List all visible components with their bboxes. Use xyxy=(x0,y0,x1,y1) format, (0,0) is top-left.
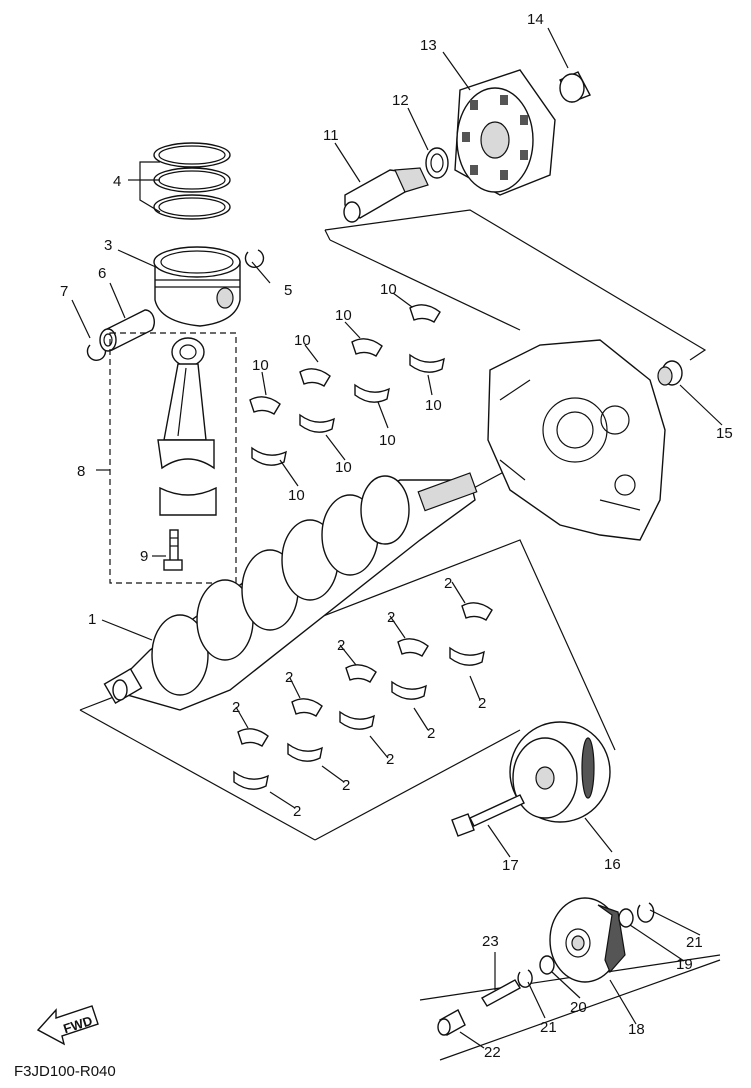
plug-14 xyxy=(559,71,591,103)
label-23: 23 xyxy=(482,933,499,950)
callout-numbers: 1 2 2 2 2 2 2 2 2 2 2 3 4 5 6 7 8 9 10 1… xyxy=(60,11,733,1061)
label-8: 8 xyxy=(77,463,85,480)
conrod-bearing-shells xyxy=(249,304,445,466)
label-2: 2 xyxy=(427,725,435,742)
label-12: 12 xyxy=(392,92,409,109)
label-20: 20 xyxy=(570,999,587,1016)
label-17: 17 xyxy=(502,857,519,874)
label-2: 2 xyxy=(293,803,301,820)
label-22: 22 xyxy=(484,1044,501,1061)
idler-gear xyxy=(549,897,626,983)
leader-lines xyxy=(71,27,723,1049)
coupling-housing xyxy=(454,69,556,196)
label-18: 18 xyxy=(628,1021,645,1038)
label-4: 4 xyxy=(113,173,121,190)
connecting-rod-assembly xyxy=(109,332,237,584)
crankshaft xyxy=(103,472,478,711)
label-1: 1 xyxy=(88,611,96,628)
label-10: 10 xyxy=(380,281,397,298)
label-3: 3 xyxy=(104,237,112,254)
label-10: 10 xyxy=(335,307,352,324)
drive-shaft xyxy=(343,167,429,223)
label-2: 2 xyxy=(478,695,486,712)
label-2: 2 xyxy=(342,777,350,794)
label-13: 13 xyxy=(420,37,437,54)
piston-pin xyxy=(99,309,155,352)
plug-15 xyxy=(657,360,683,386)
label-16: 16 xyxy=(604,856,621,873)
label-9: 9 xyxy=(140,548,148,565)
label-19: 19 xyxy=(676,956,693,973)
label-6: 6 xyxy=(98,265,106,282)
label-21: 21 xyxy=(540,1019,557,1036)
label-21: 21 xyxy=(686,934,703,951)
bushing-22 xyxy=(437,1009,466,1036)
label-2: 2 xyxy=(232,699,240,716)
label-2: 2 xyxy=(387,609,395,626)
label-10: 10 xyxy=(379,432,396,449)
label-2: 2 xyxy=(444,575,452,592)
label-10: 10 xyxy=(294,332,311,349)
washers-and-circlips xyxy=(517,902,655,988)
fwd-arrow-icon: FWD xyxy=(36,1005,99,1046)
label-15: 15 xyxy=(716,425,733,442)
label-11: 11 xyxy=(323,127,339,144)
label-7: 7 xyxy=(60,283,68,300)
label-14: 14 xyxy=(527,11,544,28)
label-2: 2 xyxy=(337,637,345,654)
label-10: 10 xyxy=(288,487,305,504)
label-2: 2 xyxy=(386,751,394,768)
piston xyxy=(153,246,241,327)
washer-12 xyxy=(425,147,449,179)
crankcase-cover xyxy=(487,339,666,541)
label-10: 10 xyxy=(425,397,442,414)
idler-shaft xyxy=(481,979,521,1007)
piston-rings xyxy=(153,142,231,220)
label-10: 10 xyxy=(335,459,352,476)
main-bearing-shells xyxy=(233,602,493,790)
label-2: 2 xyxy=(285,669,293,686)
label-10: 10 xyxy=(252,357,269,374)
flywheel-bolt xyxy=(451,794,525,837)
diagram-code: F3JD100-R040 xyxy=(14,1063,116,1080)
label-5: 5 xyxy=(284,282,292,299)
flywheel xyxy=(509,721,611,823)
